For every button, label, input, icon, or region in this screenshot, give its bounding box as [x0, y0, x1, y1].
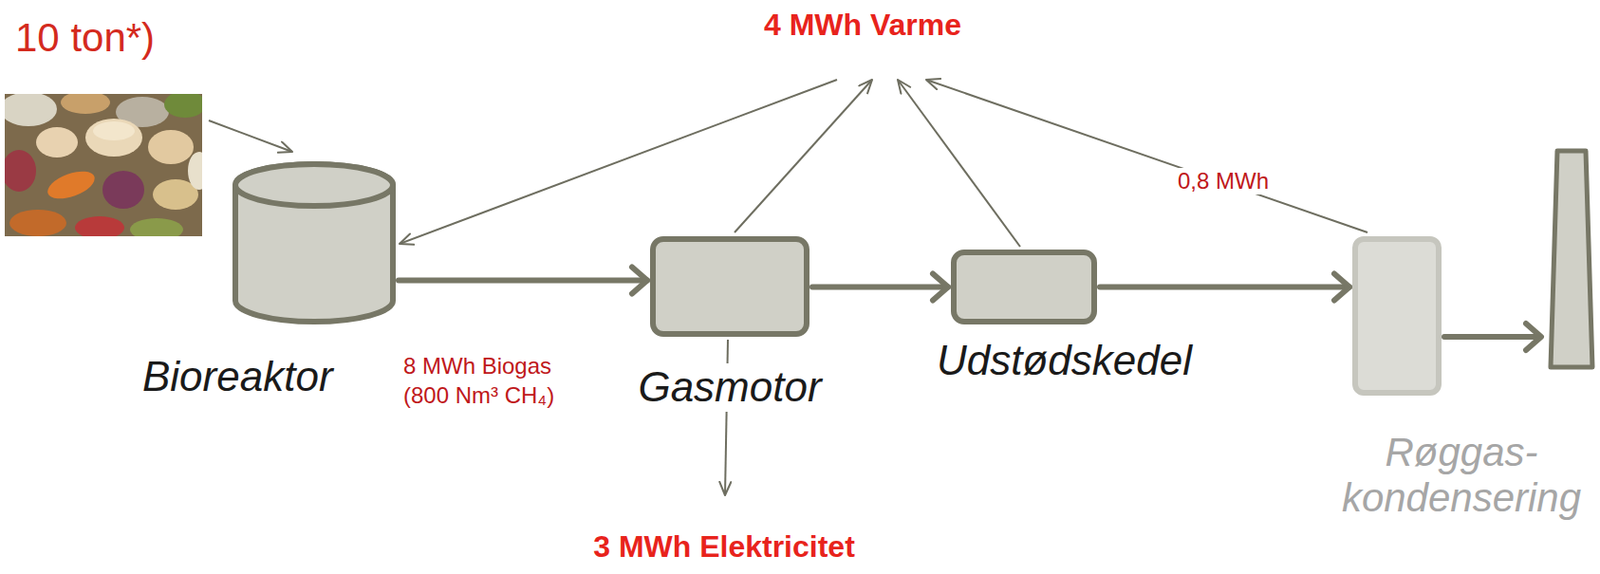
onion	[4, 149, 37, 192]
connector-line	[398, 278, 648, 284]
biogas-amount: 8 MWh Biogas (800 Nm³ CH₄)	[403, 351, 565, 410]
heat-arrow	[734, 79, 873, 233]
node-label: Udstødskedel	[936, 336, 1192, 386]
carrot	[43, 166, 98, 205]
condensation-heat: 0,8 MWh	[1173, 167, 1273, 195]
mushroom	[148, 130, 194, 165]
food-waste-photo	[4, 93, 203, 237]
faded-box	[1352, 236, 1442, 396]
electricity-output: 3 MWh Elektricitet	[593, 529, 856, 565]
flue-arrow	[1444, 334, 1540, 340]
flow-connector	[812, 274, 949, 301]
label-anchor: 4 MWh Varme	[763, 7, 962, 43]
label-anchor: 8 MWh Biogas (800 Nm³ CH₄)	[403, 351, 565, 410]
flue-gas-condenser: Røggas- kondensering	[1352, 236, 1442, 396]
label-anchor: 3 MWh Elektricitet	[593, 529, 856, 565]
flow-connector	[1099, 274, 1350, 301]
arrow-head	[632, 267, 648, 295]
node-label: Gasmotor	[632, 363, 827, 412]
heat-arrow	[926, 79, 1368, 233]
flue-arrow-head	[1525, 323, 1542, 351]
chimney	[1550, 150, 1593, 368]
arrow-head	[1334, 274, 1350, 301]
gas-engine: Gasmotor	[650, 236, 810, 337]
input-arrow	[208, 120, 293, 152]
heat-arrow	[399, 79, 838, 244]
bread-scrap	[60, 93, 111, 114]
cylinder-body	[235, 164, 393, 322]
input-amount: 10 ton*)	[15, 15, 155, 61]
label-anchor: 0,8 MWh	[1173, 167, 1273, 195]
node-label: Røggas- kondensering	[1328, 429, 1595, 522]
mushroom-cap	[93, 121, 135, 141]
exhaust-boiler: Udstødskedel	[950, 249, 1098, 325]
beet	[102, 170, 145, 209]
vegetable-scrap	[164, 93, 203, 118]
heat-arrow	[897, 79, 1021, 247]
node-label: Bioreaktor	[142, 353, 334, 402]
lettuce	[130, 218, 184, 237]
bioreactor: Bioreaktor	[232, 161, 396, 325]
plastic-bag	[4, 93, 57, 127]
mushroom	[36, 127, 78, 158]
mushroom	[85, 118, 143, 157]
heat-output: 4 MWh Varme	[763, 7, 962, 43]
connector-line	[1099, 284, 1350, 291]
process-box	[650, 236, 810, 337]
cylinder-top	[235, 164, 393, 206]
flow-connector	[398, 267, 648, 295]
carrot	[9, 209, 67, 237]
process-box	[950, 249, 1098, 325]
plastic-bag	[187, 151, 203, 190]
connector-line	[812, 284, 949, 291]
cylinder-shape	[232, 161, 396, 325]
arrow-head	[932, 274, 949, 301]
label-anchor: 10 ton*)	[15, 15, 155, 61]
tomato	[74, 216, 125, 237]
